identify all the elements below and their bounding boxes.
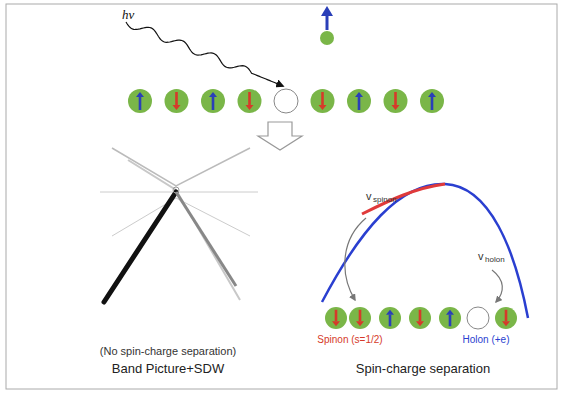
spin-arrowhead bbox=[502, 321, 510, 326]
spin-arrow bbox=[431, 97, 434, 110]
site bbox=[384, 89, 408, 113]
site bbox=[165, 89, 189, 113]
spin-chain bbox=[325, 307, 517, 329]
spin-arrow bbox=[175, 92, 178, 105]
spin-arrowhead bbox=[356, 321, 364, 326]
site bbox=[495, 307, 517, 329]
spin-arrowhead bbox=[319, 105, 327, 110]
spin-arrowhead bbox=[386, 310, 394, 315]
site bbox=[128, 89, 152, 113]
spin-arrow bbox=[358, 97, 361, 110]
emitted-electron bbox=[320, 6, 334, 45]
velocity-subscript: spinon bbox=[373, 196, 397, 205]
site bbox=[347, 89, 371, 113]
site bbox=[409, 307, 431, 329]
band-picture bbox=[100, 148, 258, 302]
spin-arrow bbox=[139, 97, 142, 110]
photon bbox=[126, 22, 283, 86]
spinon-label: Spinon (s=1/2) bbox=[317, 334, 382, 345]
spin-arrow bbox=[419, 310, 422, 322]
down-arrow bbox=[258, 122, 302, 150]
velocity-symbol: v bbox=[366, 190, 372, 202]
spin-arrowhead bbox=[136, 92, 144, 97]
spin-arrowhead bbox=[446, 310, 454, 315]
spin-arrow bbox=[389, 315, 392, 327]
site bbox=[311, 89, 335, 113]
spin-arrow bbox=[394, 92, 397, 105]
photon-label: hν bbox=[122, 8, 134, 22]
spin-arrowhead bbox=[246, 105, 254, 110]
spin-arrowhead bbox=[355, 92, 363, 97]
spin-arrowhead bbox=[428, 92, 436, 97]
spin-arrow bbox=[449, 315, 452, 327]
spin-arrow bbox=[321, 92, 324, 105]
spin-chain bbox=[128, 89, 444, 113]
dispersion-curves bbox=[322, 184, 528, 318]
spin-arrow bbox=[505, 310, 508, 322]
photon-wave bbox=[126, 22, 283, 86]
spin-arrow bbox=[335, 310, 338, 322]
velocity-subscript: holon bbox=[485, 256, 505, 265]
site bbox=[420, 89, 444, 113]
frame bbox=[6, 4, 557, 389]
site bbox=[325, 307, 347, 329]
hole bbox=[467, 307, 489, 329]
spin-arrow bbox=[359, 310, 362, 322]
hole bbox=[274, 89, 298, 113]
site bbox=[349, 307, 371, 329]
site bbox=[439, 307, 461, 329]
site bbox=[379, 307, 401, 329]
spin-arrowhead bbox=[332, 321, 340, 326]
caption-note: (No spin-charge separation) bbox=[100, 345, 236, 357]
site bbox=[201, 89, 225, 113]
spin-arrowhead bbox=[173, 105, 181, 110]
panel-caption: Band Picture+SDW bbox=[112, 362, 224, 376]
spin-arrow bbox=[248, 92, 251, 105]
holon-label: Holon (+e) bbox=[463, 334, 510, 345]
site bbox=[238, 89, 262, 113]
panel-caption: Spin-charge separation bbox=[356, 362, 490, 376]
spin-arrowhead bbox=[416, 321, 424, 326]
spin-arrow bbox=[212, 97, 215, 110]
spin-arrowhead bbox=[209, 92, 217, 97]
velocity-symbol: v bbox=[478, 250, 484, 262]
spin-arrowhead bbox=[392, 105, 400, 110]
